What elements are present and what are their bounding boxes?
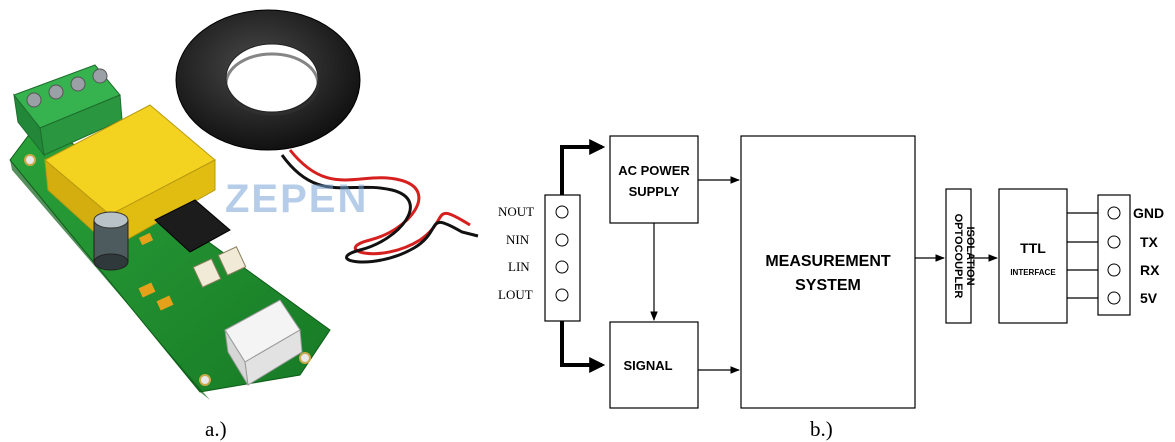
ic-chip (154, 199, 231, 253)
ttl-title: TTL (1020, 240, 1046, 256)
current-transformer-coil (175, 9, 361, 151)
terminal-label-nout: NOUT (498, 204, 534, 219)
black-wire (280, 154, 479, 264)
thick-arrow-to-power (560, 139, 606, 195)
caption-b: b.) (810, 417, 833, 441)
terminal-label-lin: LIN (508, 259, 530, 274)
output-label-tx: TX (1140, 234, 1159, 250)
signal-block (609, 321, 699, 409)
module-photo: ZEPEN (9, 9, 479, 400)
output-label-5v: 5V (1140, 290, 1158, 306)
ac-power-supply-block (609, 135, 699, 224)
caption-a: a.) (205, 417, 227, 441)
terminal-block (13, 64, 123, 157)
terminal-label-nin: NIN (506, 232, 530, 247)
measurement-line1: MEASUREMENT (765, 253, 891, 270)
optocoupler-line1: OPTOCOUPLER (952, 214, 964, 299)
photo-watermark: ZEPEN (225, 177, 368, 221)
ac-power-supply-line2: SUPPLY (629, 184, 680, 199)
measurement-system-block (740, 135, 916, 409)
optocoupler-line2: ISOLATION (964, 226, 976, 285)
optocoupler-chip-1 (192, 258, 222, 288)
ac-power-supply-line1: AC POWER (618, 163, 690, 178)
measurement-line2: SYSTEM (795, 277, 861, 294)
ttl-subtitle: INTERFACE (1010, 268, 1056, 277)
optocoupler-isolation-block (945, 188, 972, 324)
ttl-interface-block (998, 188, 1068, 324)
block-diagram: NOUT NIN LIN LOUT AC POWER SUPPLY SIGNAL… (498, 135, 1164, 409)
output-label-rx: RX (1140, 262, 1160, 278)
terminal-label-lout: LOUT (498, 287, 533, 302)
signal-label: SIGNAL (623, 358, 672, 373)
ttl-connector (224, 299, 303, 386)
optocoupler-chip-2 (217, 246, 247, 276)
thick-arrow-to-signal (560, 321, 606, 373)
output-label-gnd: GND (1133, 205, 1164, 221)
electrolytic-capacitor (93, 211, 129, 271)
